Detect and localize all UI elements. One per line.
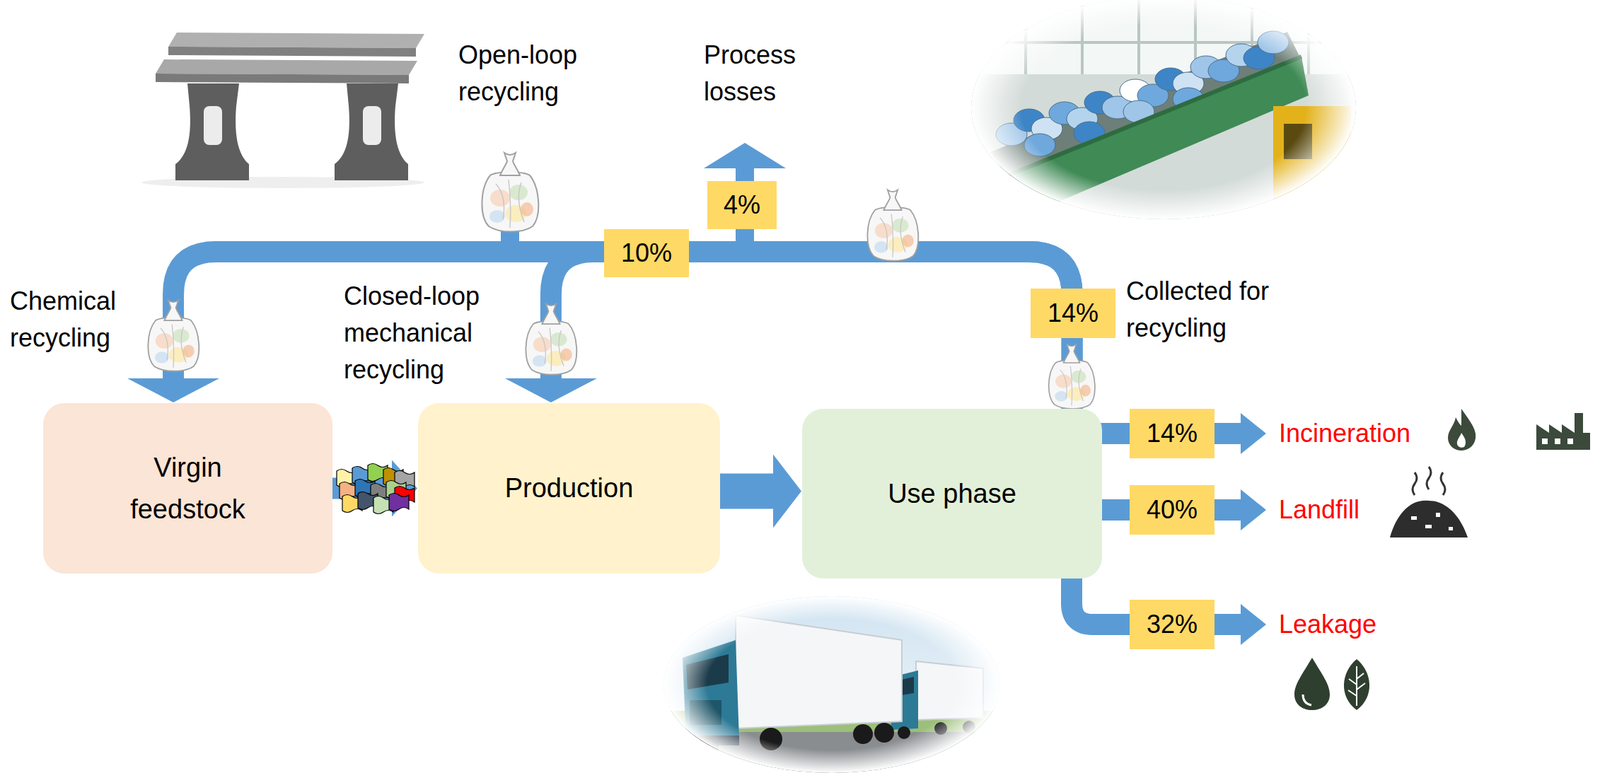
- incineration-icon: [1457, 432, 1466, 448]
- bench-picture: [175, 83, 249, 181]
- landfill-icon: [1389, 466, 1468, 538]
- bench-picture: [168, 32, 425, 49]
- outflow-label: Incineration: [1278, 415, 1411, 452]
- percent-badge: 4%: [707, 181, 777, 230]
- landfill-icon: [1411, 516, 1417, 520]
- flow-label: Open-loop recycling: [458, 36, 607, 111]
- flow-stub: [1240, 413, 1267, 455]
- trucks-photo: [657, 594, 1012, 773]
- bench-picture: [362, 106, 382, 146]
- plastic-bag-icon: [1048, 344, 1095, 409]
- sorting-plant-photo: [969, 0, 1359, 227]
- process-box: Production: [418, 403, 721, 574]
- leakage-icon: [1348, 666, 1366, 706]
- incineration-icon: [1536, 413, 1591, 450]
- sorting-plant-photo: [969, 0, 1359, 227]
- outflow-label: Landfill: [1278, 491, 1360, 529]
- box-text: Virgin feedstock: [103, 447, 274, 531]
- incineration-icon: [1554, 438, 1561, 445]
- landfill-icon: [1425, 524, 1432, 529]
- percent-badge: 40%: [1129, 485, 1215, 535]
- flow-stub: [1240, 604, 1267, 646]
- box-text: Use phase: [887, 473, 1017, 515]
- percent-badge: 14%: [1129, 408, 1215, 459]
- plastic-bag-icon: [481, 152, 539, 233]
- polymer-flakes: [336, 464, 415, 515]
- process-box: Virgin feedstock: [43, 403, 333, 574]
- plastic-bag-icon: [147, 152, 1095, 409]
- flow-label: Closed-loop mechanical recycling: [343, 277, 496, 390]
- process-box: Use phase: [802, 408, 1103, 579]
- flow-label: Collected for recycling: [1126, 273, 1303, 347]
- sorting-plant-photo: [971, 0, 1356, 220]
- leakage-icon: [1302, 694, 1312, 706]
- incineration-icon: [1447, 408, 1476, 451]
- bench-picture: [155, 73, 409, 84]
- landfill-icon: [1435, 512, 1441, 518]
- incineration-icon: [1567, 438, 1574, 445]
- bench-picture: [141, 32, 425, 189]
- bench-picture: [203, 106, 223, 146]
- flow-label: Chemical recycling: [9, 282, 134, 357]
- bench-picture: [155, 59, 418, 75]
- plastic-bag-icon: [525, 303, 577, 375]
- leakage-icon: [1294, 657, 1370, 711]
- box-text: Production: [505, 467, 634, 510]
- leakage-icon: [1294, 657, 1330, 711]
- trucks-photo: [663, 596, 1001, 773]
- flow-stub: [1240, 489, 1267, 531]
- trucks-photo: [657, 594, 1012, 773]
- bench-picture: [168, 46, 416, 57]
- flow-label: Process losses: [703, 36, 817, 111]
- percent-badge: 14%: [1030, 288, 1116, 339]
- trucks-photo: [657, 594, 1012, 773]
- plastic-bag-icon: [867, 189, 919, 261]
- flow-stub: [703, 142, 786, 169]
- landfill-icon: [1448, 526, 1453, 531]
- bench-picture: [334, 83, 409, 181]
- outflow-label: Leakage: [1278, 606, 1377, 643]
- leakage-icon: [1343, 659, 1370, 711]
- landfill-icon: [1389, 500, 1468, 538]
- percent-badge: 10%: [604, 229, 689, 278]
- polymer-flakes: [389, 493, 409, 512]
- landfill-icon: [1412, 466, 1446, 496]
- incineration-icon: [1541, 438, 1548, 445]
- flow-arrow: [720, 473, 774, 510]
- incineration-icon: [1447, 408, 1591, 451]
- percent-badge: 32%: [1129, 599, 1215, 650]
- plastic-bag-icon: [147, 299, 199, 371]
